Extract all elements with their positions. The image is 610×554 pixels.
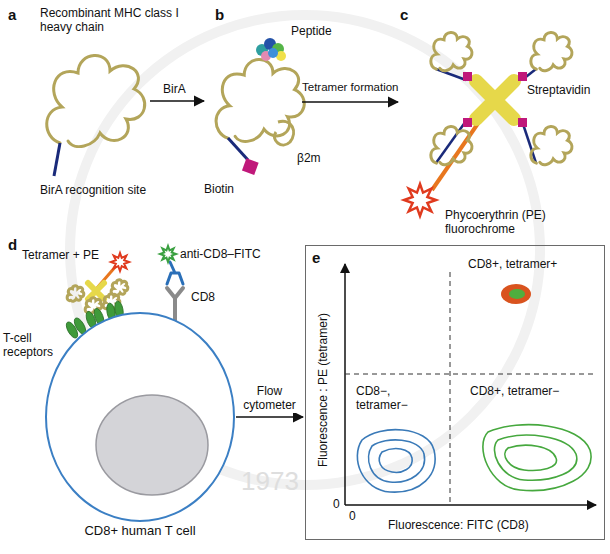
quadrant-label: CD8−, tetramer− — [356, 384, 436, 412]
axis-zero: 0 — [333, 497, 340, 511]
edge-label: Flow cytometer — [237, 385, 302, 413]
part-label: CD8 — [191, 290, 215, 304]
part-label: Streptavidin — [527, 83, 590, 97]
axis-label: Fluorescence: FITC (CD8) — [388, 518, 529, 532]
watermark: 1973 — [241, 466, 299, 497]
part-label: anti-CD8–FITC — [180, 247, 261, 261]
part-label: Phycoerythrin (PE) fluorochrome — [445, 208, 605, 236]
nucleus — [96, 395, 208, 495]
plot-axes — [345, 264, 596, 505]
panel-letter: b — [215, 6, 224, 24]
biotin-mark — [242, 158, 259, 175]
panel-letter: a — [8, 6, 16, 24]
birA-site-tail — [54, 143, 60, 176]
part-label: Peptide — [291, 24, 332, 38]
negative-contours — [357, 430, 435, 492]
flow-plot-panel: e — [305, 245, 605, 540]
peptide-beads — [256, 38, 286, 61]
heavy-chain — [47, 55, 145, 146]
positive-population — [501, 284, 531, 304]
cell-membrane — [46, 313, 234, 521]
cd8-antibody — [160, 246, 183, 320]
t-cell: CD8+ human T cell — [45, 310, 235, 540]
axis-label: Fluorescence : PE (tetramer) — [316, 300, 330, 480]
heavy-chain — [216, 59, 304, 141]
step-arrow — [150, 100, 204, 102]
part-label: β2m — [297, 151, 321, 165]
part-label: T-cell receptors — [3, 331, 59, 359]
part-label: BirA recognition site — [40, 183, 146, 197]
cell-outline — [45, 310, 235, 522]
panel-letter: e — [312, 249, 320, 266]
part-label: Recombinant MHC class I heavy chain — [40, 6, 190, 34]
tetramer — [404, 32, 572, 216]
part-label: Tetramer + PE — [22, 248, 99, 262]
cell-caption: CD8+ human T cell — [84, 523, 195, 538]
axis-zero: 0 — [349, 509, 356, 523]
birA-site-tail — [228, 138, 248, 160]
step-arrow — [302, 101, 398, 103]
panel-letter: d — [8, 236, 17, 254]
part-label: Biotin — [204, 182, 234, 196]
step-label: BirA — [163, 82, 186, 96]
quadrant-label: CD8+, tetramer− — [470, 384, 559, 398]
panel-letter: c — [400, 6, 408, 24]
step-label: Tetramer formation — [302, 81, 399, 95]
flow-arrow — [236, 416, 303, 418]
beta2m-chain — [274, 121, 293, 145]
quadrant-label: CD8+, tetramer+ — [468, 257, 557, 271]
cd8-contours — [483, 425, 591, 491]
